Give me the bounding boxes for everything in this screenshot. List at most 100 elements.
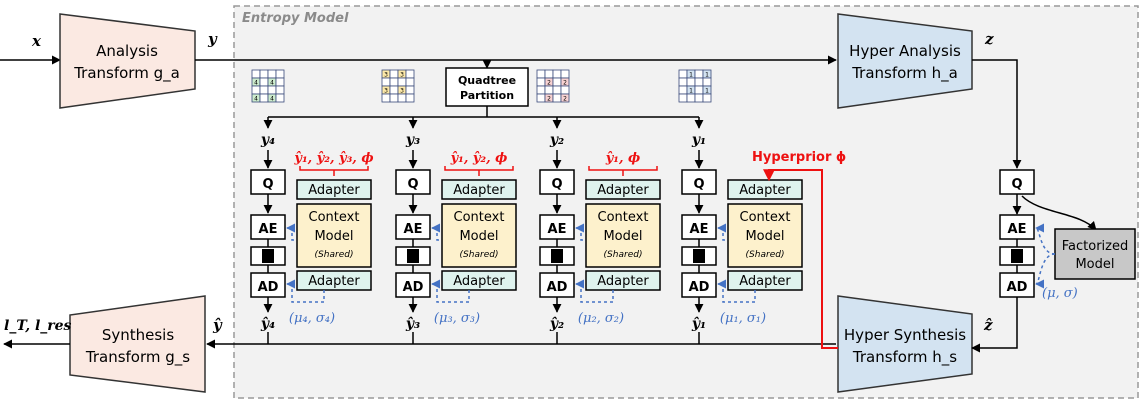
synthesis-line2: Transform g_s <box>85 348 190 367</box>
quadtree-grid-cell <box>702 93 712 103</box>
label-y: y <box>207 30 218 48</box>
context-line3: (Shared) <box>460 250 499 260</box>
context-inputs: ŷ₁, ŷ₂, ŷ₃, ϕ <box>293 151 373 166</box>
quadtree-grid-cell <box>686 93 696 103</box>
context-line2: Model <box>459 229 498 244</box>
adapter-label: Adapter <box>308 183 360 198</box>
hyper-analysis-line2: Transform h_a <box>851 64 958 83</box>
ad-label: AD <box>403 280 424 295</box>
adapter-label: Adapter <box>739 274 791 289</box>
quadtree-grid-cell <box>544 69 554 79</box>
context-model-block <box>727 203 803 268</box>
grid-mark: 2 <box>563 80 567 87</box>
label-loss: l_T, l_res <box>4 318 72 334</box>
q-label: Q <box>262 177 273 192</box>
hyper-analysis-line1: Hyper Analysis <box>849 42 961 60</box>
hyper-q-block <box>999 169 1035 195</box>
synthesis-line1: Synthesis <box>102 326 175 344</box>
stage-params: (μ₂, σ₂) <box>578 311 624 326</box>
grid-mark: 4 <box>270 80 274 87</box>
quadtree-grid-cell <box>259 93 269 103</box>
quadtree-grid-cell <box>275 93 285 103</box>
context-line2: Model <box>603 229 642 244</box>
ae-block <box>539 214 575 240</box>
grid-mark: 4 <box>254 80 258 87</box>
quadtree-grid-cell <box>405 85 415 95</box>
grid-mark: 4 <box>270 96 274 103</box>
entropy-model-label: Entropy Model <box>242 11 349 26</box>
quadtree-grid-cell <box>251 85 261 95</box>
ae-block <box>681 214 717 240</box>
quadtree-grid-cell <box>544 85 554 95</box>
quadtree-grid-cell <box>389 93 399 103</box>
quadtree-grid-cell <box>678 93 688 103</box>
context-model-block <box>585 203 661 268</box>
ad-label: AD <box>689 280 710 295</box>
factorized-line2: Model <box>1075 257 1114 272</box>
adapter-label: Adapter <box>597 274 649 289</box>
adapter-label: Adapter <box>453 274 505 289</box>
grid-mark: 1 <box>689 88 693 95</box>
q-label: Q <box>551 177 562 192</box>
quadtree-grid-cell <box>275 85 285 95</box>
hyper-ad-label: AD <box>1007 280 1028 295</box>
stage-yhat-label: ŷ₁ <box>691 315 706 332</box>
label-x: x <box>31 32 42 50</box>
quadtree-grid-cell <box>678 85 688 95</box>
hyper-mu-sigma: (μ, σ) <box>1042 286 1078 301</box>
ad-label: AD <box>547 280 568 295</box>
hyper-synthesis-line2: Transform h_s <box>852 348 957 367</box>
quadtree-line1: Quadtree <box>458 74 516 87</box>
stage-y-label: y₁ <box>691 132 706 148</box>
ad-block <box>250 272 286 298</box>
quadtree-grid-cell <box>536 69 546 79</box>
context-line1: Context <box>309 210 360 225</box>
stage-y-label: y₃ <box>405 132 420 148</box>
quadtree-grid-cell <box>251 69 261 79</box>
grid-mark: 3 <box>400 72 404 79</box>
quadtree-grid-cell <box>536 77 546 87</box>
hyper-synthesis-block <box>837 295 973 393</box>
hyper-analysis-block <box>837 13 973 109</box>
ad-label: AD <box>258 280 279 295</box>
adapter-bottom <box>441 270 517 291</box>
quadtree-grid-cell <box>536 85 546 95</box>
factorized-model-block <box>1054 228 1136 280</box>
quadtree-grid-cell <box>552 69 562 79</box>
quadtree-grid-cell <box>397 77 407 87</box>
hyper-q-label: Q <box>1011 177 1022 192</box>
stage-yhat-label: ŷ₂ <box>549 315 564 332</box>
stage-yhat-label: ŷ₄ <box>260 315 275 332</box>
context-line3: (Shared) <box>746 250 785 260</box>
quadtree-grid-cell <box>259 85 269 95</box>
quadtree-grid-cell <box>686 77 696 87</box>
quadtree-grid-cell <box>397 93 407 103</box>
adapter-top <box>441 179 517 200</box>
analysis-transform-block <box>59 13 196 109</box>
context-line2: Model <box>745 229 784 244</box>
adapter-label: Adapter <box>739 183 791 198</box>
quadtree-grid-cell <box>405 93 415 103</box>
quadtree-grid-cell <box>702 77 712 87</box>
analysis-line2: Transform g_a <box>73 64 180 83</box>
grid-mark: 3 <box>384 88 388 95</box>
quadtree-grid-cell <box>678 69 688 79</box>
quadtree-grid-cell <box>560 93 570 103</box>
label-z-hat: ẑ <box>983 316 993 334</box>
quadtree-grid-cell <box>694 69 704 79</box>
context-line1: Context <box>454 210 505 225</box>
adapter-top <box>296 179 372 200</box>
context-line2: Model <box>314 229 353 244</box>
grid-mark: 4 <box>254 96 258 103</box>
quadtree-grid-cell <box>381 77 391 87</box>
quadtree-grid-cell <box>694 93 704 103</box>
quadtree-grid-cell <box>275 77 285 87</box>
grid-mark: 1 <box>689 72 693 79</box>
adapter-bottom <box>727 270 803 291</box>
adapter-label: Adapter <box>453 183 505 198</box>
quadtree-grid-cell <box>267 85 277 95</box>
entropy-model-region <box>233 5 1139 399</box>
stage-y-label: y₄ <box>260 132 275 148</box>
ad-block <box>395 272 431 298</box>
label-y-hat: ŷ <box>212 316 223 334</box>
